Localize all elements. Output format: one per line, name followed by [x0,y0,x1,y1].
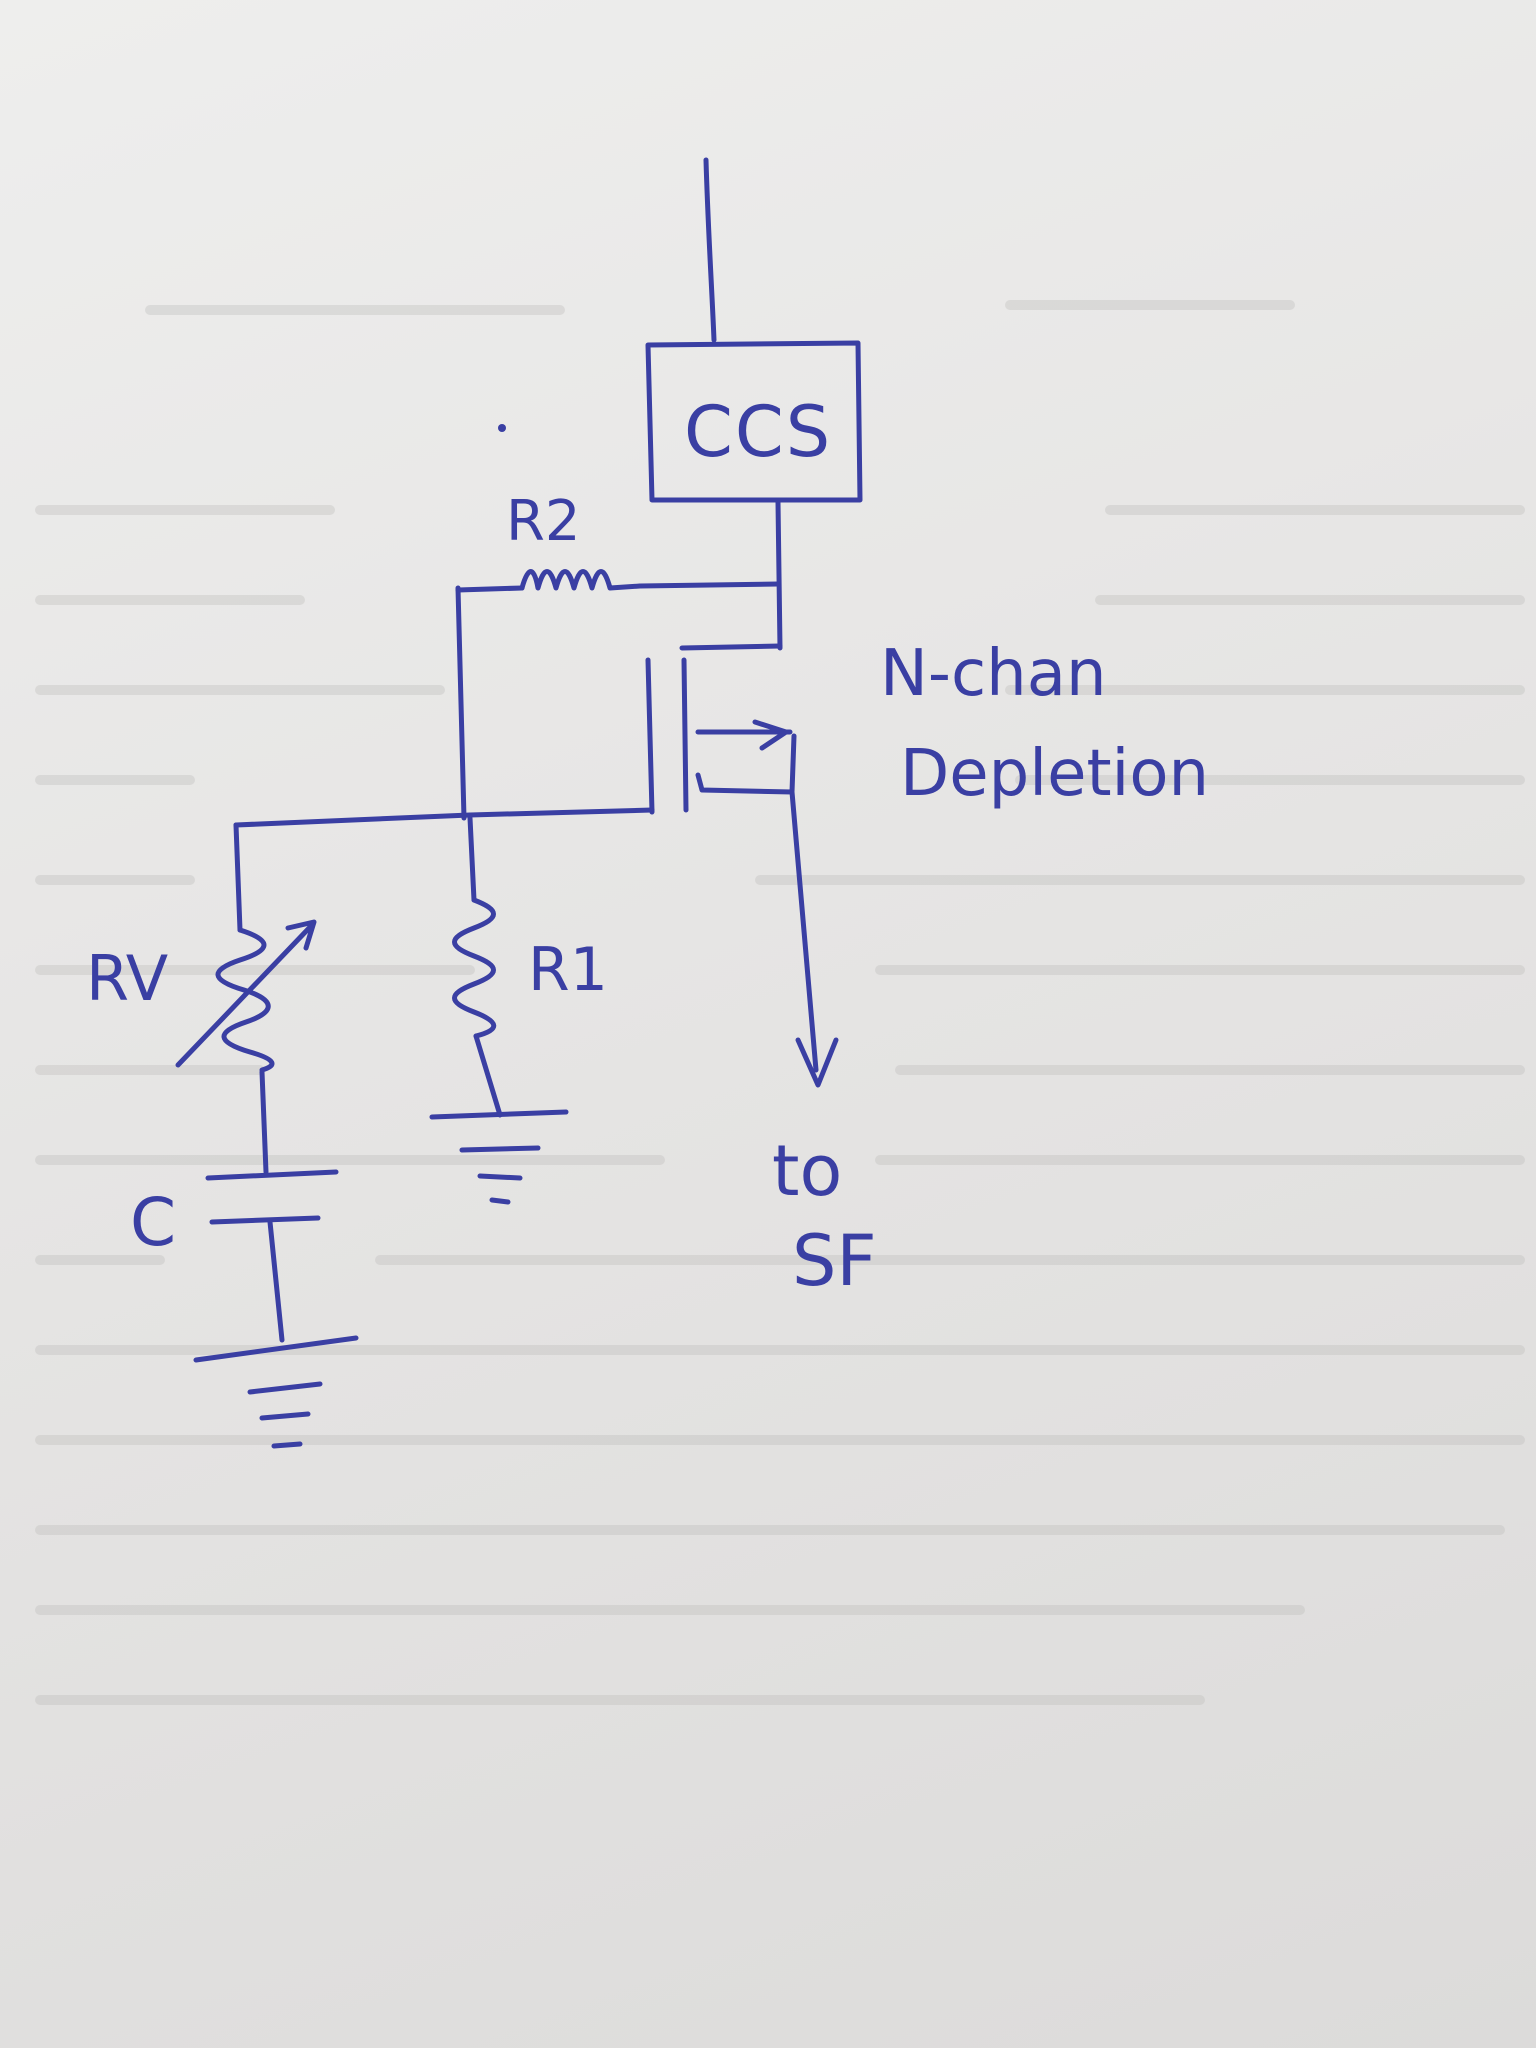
output-arrow [795,1037,839,1088]
r2-label: R2 [506,489,581,554]
supply-wire [703,157,717,343]
r2-return-wire [455,585,467,821]
labels: CCS R2 R1 RV C N-chan Depletion to SF [86,391,1209,1302]
r2-right-wire [637,581,781,589]
mosfet-channel [681,657,689,813]
r2-resistor-symbol [519,569,643,591]
ccs-to-drain-wire [775,499,783,651]
drain-lead [679,643,783,651]
ink-dot [498,424,506,432]
mosfet-type-label-line1: N-chan [880,637,1107,711]
rv-top-wire [233,822,243,933]
mosfet-type-label-line2: Depletion [900,737,1209,811]
source-to-output-wire [789,789,819,1073]
ccs-label: CCS [684,391,832,473]
c-ground [193,1335,359,1449]
circuit-wiring [175,157,863,1449]
ccs-box [645,340,863,503]
r1-label: R1 [528,935,608,1005]
r2-left-wire [455,585,525,593]
junction-left-wire [233,812,473,828]
mosfet-gate-plate [645,657,655,815]
output-label-line2: SF [792,1220,877,1302]
mosfet-source-loop [695,733,797,795]
r1-bottom-wire [473,1033,503,1118]
rv-resistor-symbol [215,927,275,1073]
rv-to-capacitor-wire [259,1069,269,1175]
r1-ground [429,1109,569,1205]
c-label: C [130,1184,176,1261]
paper-bleed-through [35,300,1525,1705]
output-label-line1: to [772,1130,842,1212]
gate-wire [467,807,655,818]
rv-label: RV [86,942,168,1015]
capacitor-bottom-plate [209,1215,321,1225]
mosfet-arrow [752,719,789,751]
rv-variable-arrow [175,919,317,1068]
capacitor-top-plate [205,1169,339,1181]
capacitor-to-ground-wire [267,1219,285,1343]
r1-top-wire [467,815,477,903]
r1-resistor-symbol [452,897,497,1039]
